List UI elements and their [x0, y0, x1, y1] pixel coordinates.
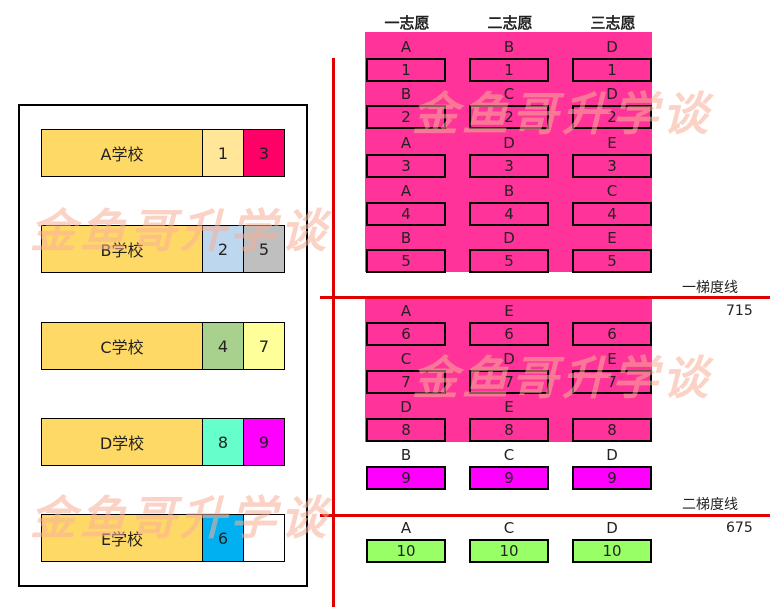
- header-first-choice: 一志愿: [384, 14, 430, 32]
- candidate-number-box: 1: [366, 58, 446, 82]
- choice-letter: E: [504, 302, 514, 320]
- candidate-number-box: 3: [469, 154, 549, 178]
- choice-letter: B: [400, 229, 412, 247]
- choice-letter: D: [606, 85, 618, 103]
- tier-line-1: [320, 296, 770, 299]
- school-slot: 9: [243, 418, 285, 466]
- choice-letter: A: [400, 134, 412, 152]
- candidate-number-box: 8: [572, 418, 652, 442]
- candidate-number-box: 9: [366, 466, 446, 490]
- candidate-number-box: 7: [469, 370, 549, 394]
- school-slot: 7: [243, 322, 285, 370]
- school-slot: 5: [243, 225, 285, 273]
- candidate-number-box: 6: [469, 322, 549, 346]
- candidate-number-box: 3: [366, 154, 446, 178]
- choice-letter: D: [606, 446, 618, 464]
- choice-letter: A: [400, 302, 412, 320]
- school-panel: [18, 104, 308, 587]
- candidate-number-box: 10: [366, 539, 446, 563]
- candidate-number-box: 4: [572, 202, 652, 226]
- choice-letter: E: [607, 134, 617, 152]
- tier-line-2-label: 二梯度线: [682, 497, 738, 513]
- candidate-number-box: 5: [366, 249, 446, 273]
- candidate-number-box: 3: [572, 154, 652, 178]
- candidate-number-box: 9: [469, 466, 549, 490]
- choice-letter: E: [504, 398, 514, 416]
- candidate-number-box: 7: [366, 370, 446, 394]
- choice-letter: E: [607, 229, 617, 247]
- candidate-number-box: 10: [469, 539, 549, 563]
- candidate-number-box: 2: [469, 105, 549, 129]
- candidate-number-box: 2: [366, 105, 446, 129]
- choice-letter: B: [400, 85, 412, 103]
- school-slot: 4: [202, 322, 244, 370]
- choice-letter: A: [400, 182, 412, 200]
- candidate-number-box: 5: [572, 249, 652, 273]
- candidate-number-box: 1: [572, 58, 652, 82]
- candidate-number-box: 4: [469, 202, 549, 226]
- school-slot: 3: [243, 129, 285, 177]
- watermark: 金鱼哥升学谈: [30, 491, 330, 545]
- choice-letter: D: [400, 398, 412, 416]
- watermark: 金鱼哥升学谈: [30, 204, 330, 258]
- choice-letter: A: [400, 38, 412, 56]
- candidate-number-box: 8: [469, 418, 549, 442]
- school-slot: [243, 514, 285, 562]
- school-name: D学校: [41, 418, 203, 466]
- header-third-choice: 三志愿: [590, 14, 636, 32]
- choice-letter: C: [606, 182, 618, 200]
- choice-letter: E: [607, 350, 617, 368]
- candidate-number-box: 10: [572, 539, 652, 563]
- choice-letter: A: [400, 519, 412, 537]
- watermark: 金鱼哥升学谈: [412, 351, 712, 405]
- candidate-number-box: 7: [572, 370, 652, 394]
- candidate-number-box: 9: [572, 466, 652, 490]
- candidate-number-box: 4: [366, 202, 446, 226]
- school-slot: 8: [202, 418, 244, 466]
- vertical-divider: [332, 58, 335, 607]
- candidate-number-box: 8: [366, 418, 446, 442]
- candidate-number-box: 2: [572, 105, 652, 129]
- candidate-number-box: 6: [366, 322, 446, 346]
- choice-letter: D: [503, 229, 515, 247]
- tier-line-2: [320, 514, 770, 517]
- choice-letter: B: [503, 182, 515, 200]
- candidate-number-box: 6: [572, 322, 652, 346]
- choice-letter: D: [503, 350, 515, 368]
- candidate-number-box: 1: [469, 58, 549, 82]
- school-name: C学校: [41, 322, 203, 370]
- choice-letter: B: [503, 38, 515, 56]
- tier-line-2-score: 675: [726, 520, 753, 536]
- school-name: A学校: [41, 129, 203, 177]
- school-slot: 6: [202, 514, 244, 562]
- header-second-choice: 二志愿: [487, 14, 533, 32]
- school-name: E学校: [41, 514, 203, 562]
- choice-letter: C: [503, 85, 515, 103]
- choice-letter: D: [503, 134, 515, 152]
- choice-letter: B: [400, 446, 412, 464]
- choice-letter: C: [400, 350, 412, 368]
- school-name: B学校: [41, 225, 203, 273]
- choice-letter: C: [503, 519, 515, 537]
- school-slot: 1: [202, 129, 244, 177]
- tier-line-1-score: 715: [726, 303, 753, 319]
- choice-letter: D: [606, 519, 618, 537]
- watermark: 金鱼哥升学谈: [412, 87, 712, 141]
- candidate-number-box: 5: [469, 249, 549, 273]
- choice-letter: D: [606, 38, 618, 56]
- choice-letter: C: [503, 446, 515, 464]
- tier-line-1-label: 一梯度线: [682, 280, 738, 296]
